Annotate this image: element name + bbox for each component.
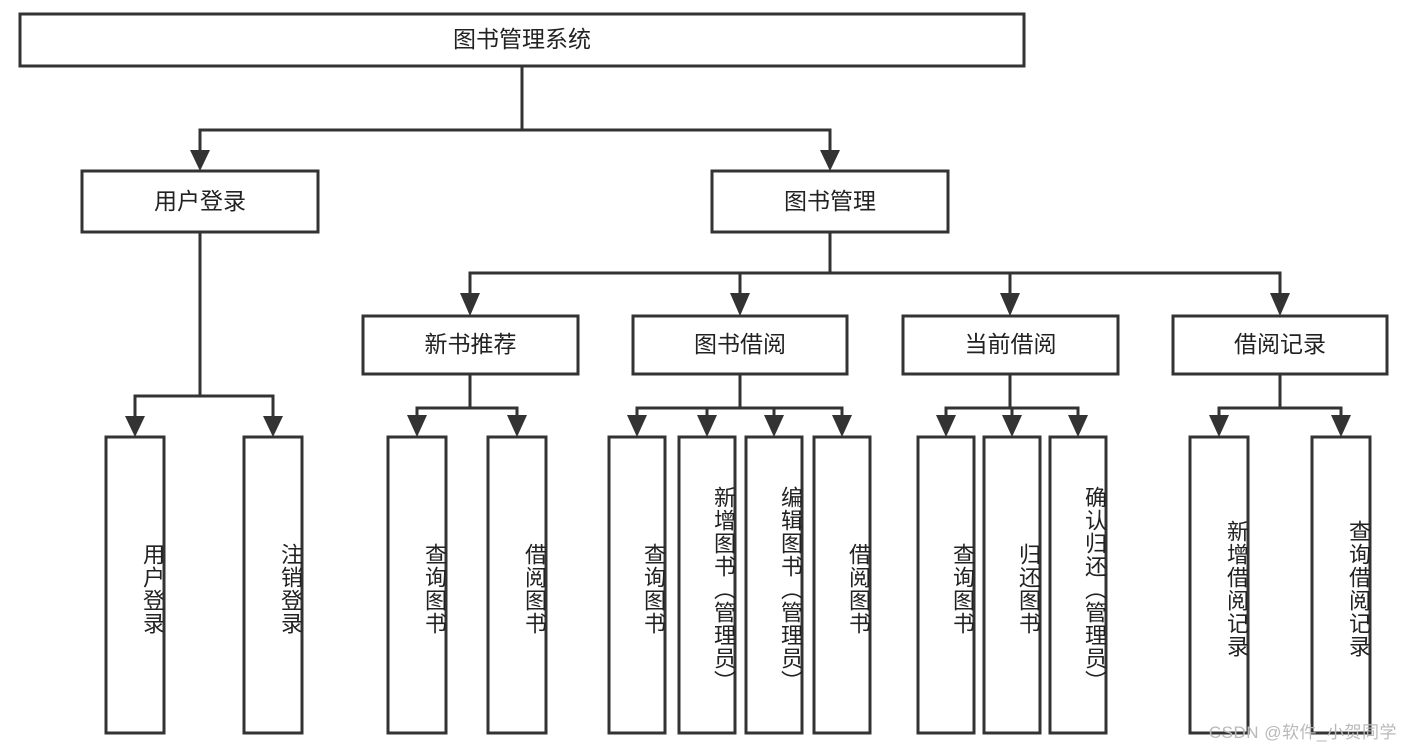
node-box-book-borrow[interactable] (631, 314, 849, 376)
connector-borrow-record-to-leaves (1209, 372, 1351, 437)
connector-current-borrow-to-leaves (936, 372, 1088, 437)
node-box-leaf-current-borrow-1[interactable] (982, 435, 1042, 735)
node-box-current-borrow[interactable] (901, 314, 1120, 376)
watermark-credit: CSDN @软件_小贺同学 (1208, 723, 1397, 742)
node-box-leaf-new-book-1[interactable] (486, 435, 548, 735)
node-box-leaf-book-borrow-0[interactable] (607, 435, 667, 735)
connector-root-to-level2 (190, 64, 840, 171)
node-box-leaf-new-book-0[interactable] (386, 435, 448, 735)
connector-book-management-to-level3 (460, 230, 1290, 316)
connector-new-book-to-leaves (407, 372, 527, 437)
node-box-leaf-current-borrow-0[interactable] (916, 435, 976, 735)
node-box-leaf-book-borrow-1[interactable] (677, 435, 737, 735)
connector-user-login-to-leaves (125, 230, 283, 437)
node-box-root[interactable] (18, 12, 1026, 68)
node-box-leaf-user-login-0[interactable] (104, 435, 166, 735)
node-box-new-book-recommend[interactable] (361, 314, 580, 376)
connector-book-borrow-to-leaves (627, 372, 852, 437)
node-box-leaf-current-borrow-2[interactable] (1048, 435, 1108, 735)
node-box-leaf-borrow-record-1[interactable] (1310, 435, 1372, 735)
node-box-book-management[interactable] (710, 169, 950, 234)
node-box-leaf-borrow-record-0[interactable] (1188, 435, 1250, 735)
node-box-borrow-record[interactable] (1171, 314, 1389, 376)
node-box-leaf-book-borrow-2[interactable] (744, 435, 804, 735)
node-box-leaf-book-borrow-3[interactable] (812, 435, 872, 735)
node-box-leaf-user-login-1[interactable] (242, 435, 304, 735)
node-box-user-login[interactable] (80, 169, 320, 234)
